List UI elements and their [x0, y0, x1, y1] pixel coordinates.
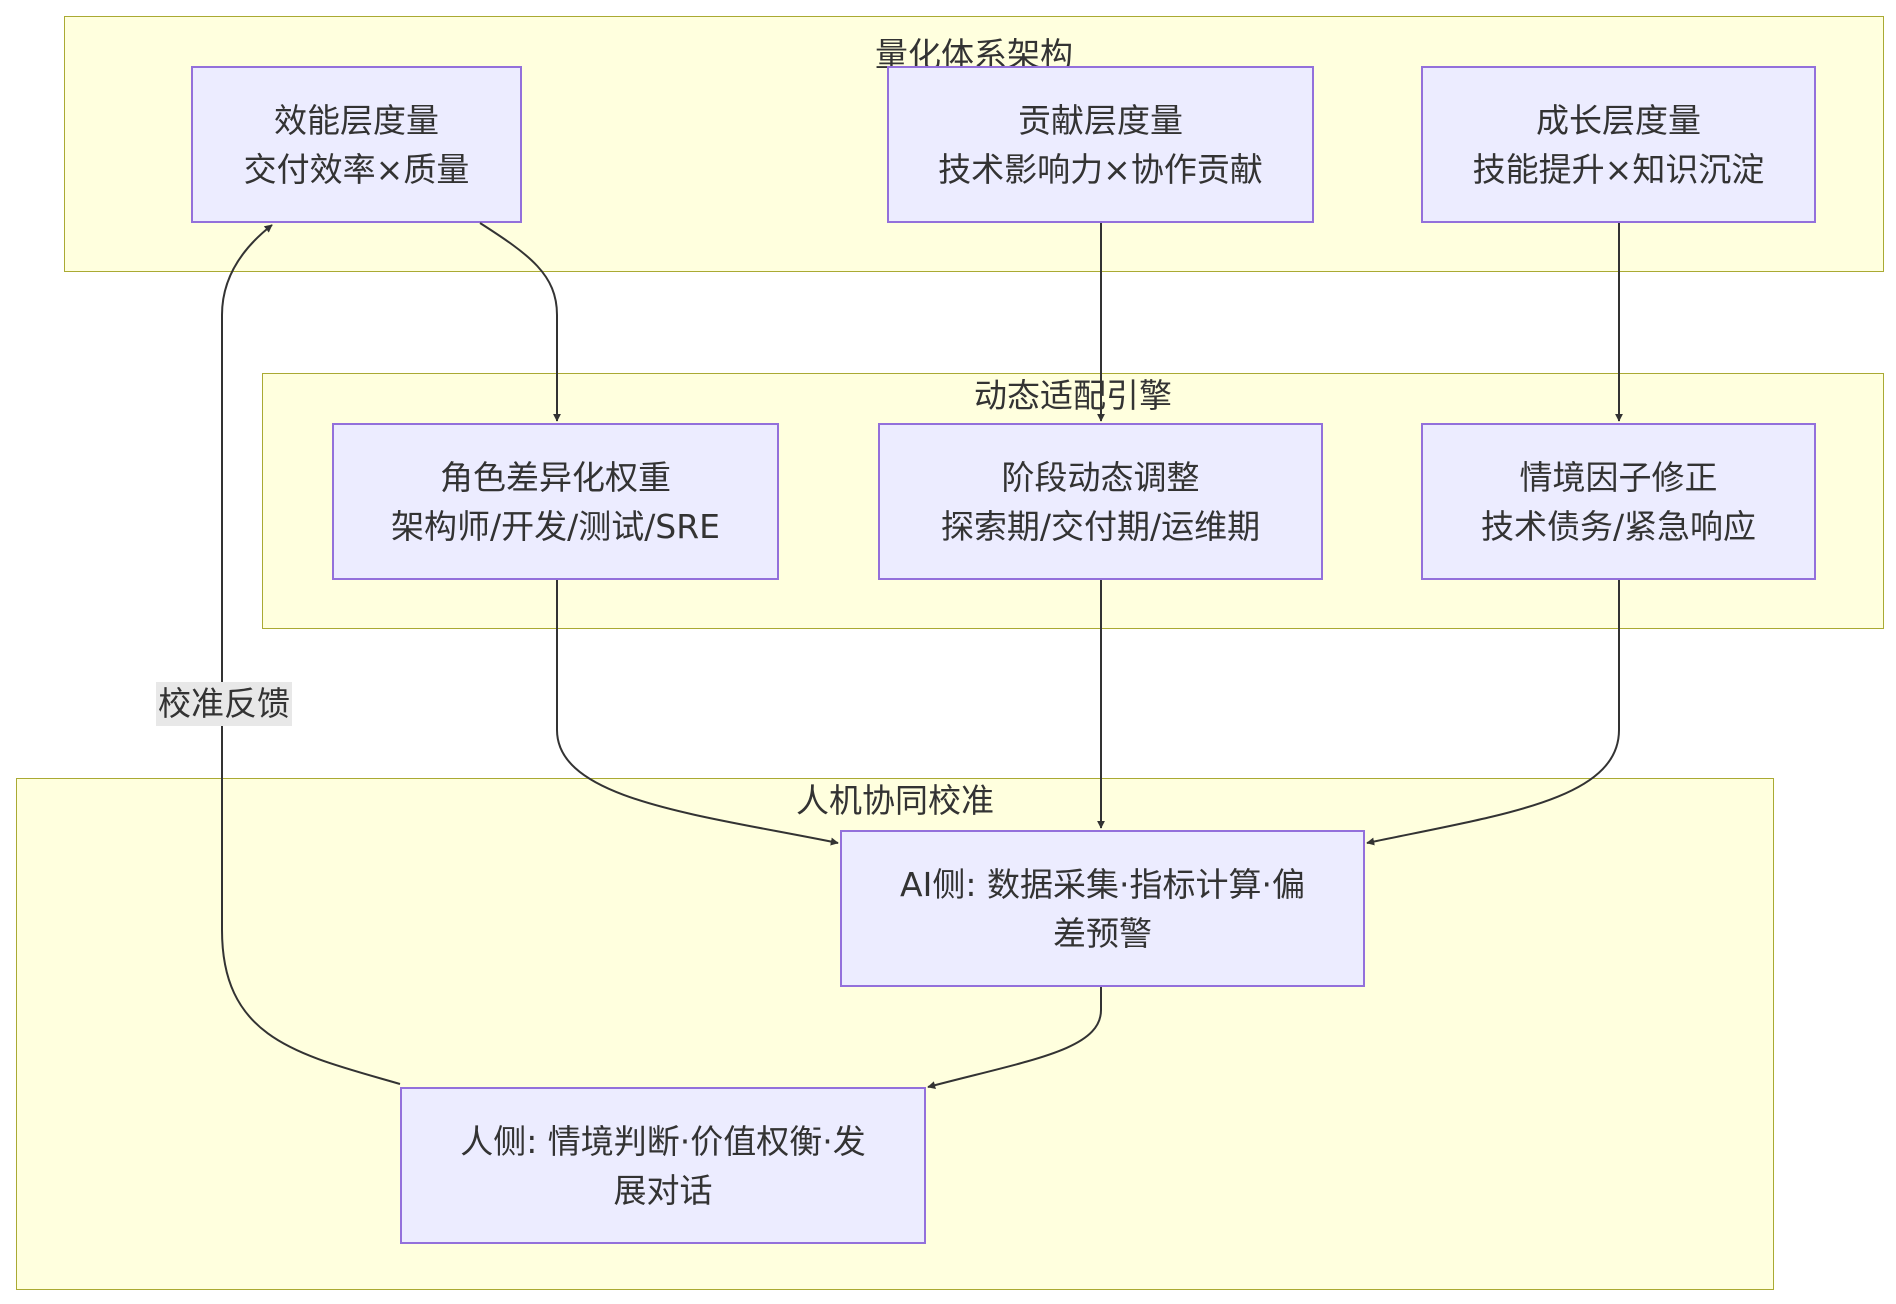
- node-efficiency-detail: 交付效率×质量: [243, 149, 470, 189]
- node-role-title: 角色差异化权重: [440, 457, 671, 497]
- cluster-human-machine-calibration-label: 人机协同校准: [796, 781, 994, 820]
- node-context-detail: 技术债务/紧急响应: [1480, 506, 1757, 546]
- node-contribution-title: 贡献层度量: [1018, 100, 1183, 140]
- node-contribution-detail: 技术影响力×协作贡献: [938, 149, 1263, 189]
- node-human-line2: 展对话: [613, 1170, 713, 1210]
- node-growth-detail: 技能提升×知识沉淀: [1472, 149, 1765, 189]
- node-stage-detail: 探索期/交付期/运维期: [940, 506, 1261, 546]
- node-context-correction: 情境因子修正 技术债务/紧急响应: [1421, 423, 1816, 580]
- node-human-line1: 人侧: 情境判断·价值权衡·发: [460, 1121, 866, 1161]
- cluster-dynamic-adaptation-label: 动态适配引擎: [974, 376, 1172, 415]
- node-efficiency-title: 效能层度量: [274, 100, 439, 140]
- node-efficiency-metric: 效能层度量 交付效率×质量: [191, 66, 522, 223]
- node-ai-line2: 差预警: [1053, 913, 1152, 953]
- node-ai-line1: AI侧: 数据采集·指标计算·偏: [900, 864, 1305, 904]
- node-growth-title: 成长层度量: [1536, 100, 1701, 140]
- node-role-detail: 架构师/开发/测试/SRE: [390, 506, 721, 546]
- node-growth-metric: 成长层度量 技能提升×知识沉淀: [1421, 66, 1816, 223]
- node-human-side: 人侧: 情境判断·价值权衡·发 展对话: [400, 1087, 926, 1244]
- node-role-weighting: 角色差异化权重 架构师/开发/测试/SRE: [332, 423, 779, 580]
- node-stage-title: 阶段动态调整: [1001, 457, 1200, 497]
- node-contribution-metric: 贡献层度量 技术影响力×协作贡献: [887, 66, 1314, 223]
- node-ai-side: AI侧: 数据采集·指标计算·偏 差预警: [840, 830, 1365, 987]
- node-stage-adjustment: 阶段动态调整 探索期/交付期/运维期: [878, 423, 1323, 580]
- node-context-title: 情境因子修正: [1519, 457, 1718, 497]
- edge-label-calibration-feedback: 校准反馈: [156, 682, 292, 726]
